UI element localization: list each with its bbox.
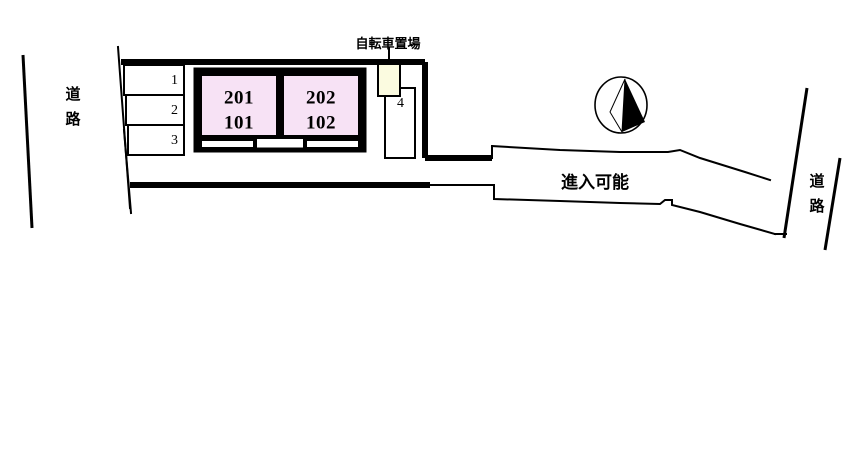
bicycle-parking-label: 自転車置場 xyxy=(355,36,420,52)
road-right-inner-edge-line xyxy=(782,87,809,239)
building-group: 201 101 202 102 xyxy=(193,67,367,153)
stall-4-shape[interactable] xyxy=(384,87,416,159)
unit-right-entrance-strip xyxy=(303,137,362,151)
road-right-label-group: 道 路 xyxy=(809,172,825,215)
boundary-left-lower-line xyxy=(122,128,133,215)
road-right-outer-edge-line xyxy=(823,157,842,251)
bicycle-parking-group xyxy=(377,47,401,97)
driveway-upper-boundary xyxy=(490,144,772,182)
bicycle-parking-shape[interactable] xyxy=(377,63,401,97)
driveway-lower-boundary-group xyxy=(429,184,787,236)
road-left-label-char2: 路 xyxy=(65,110,81,128)
road-left-label-group: 道 路 xyxy=(65,85,81,128)
parking-stall-4-group: 4 xyxy=(384,87,416,159)
unit-left-upper-label: 201 xyxy=(224,87,254,108)
parking-stalls-left-group: 1 2 3 xyxy=(123,64,185,156)
unit-left-shape[interactable] xyxy=(198,72,280,139)
unit-right-upper-label: 202 xyxy=(306,87,336,108)
stall-1-shape[interactable] xyxy=(123,64,185,96)
north-arrow-icon xyxy=(622,79,645,132)
compass-group xyxy=(594,76,648,134)
road-right-label-char2: 路 xyxy=(809,197,825,215)
site-outline-group xyxy=(121,59,493,188)
stall-4-label: 4 xyxy=(397,96,404,111)
unit-right-lower-label: 102 xyxy=(306,112,336,133)
driveway-label: 進入可能 xyxy=(561,172,629,193)
road-left-edge-line xyxy=(21,54,34,229)
road-right-label-char1: 道 xyxy=(809,172,824,190)
unit-left-entrance-strip xyxy=(198,137,257,151)
stall-3-shape[interactable] xyxy=(127,124,185,156)
road-right-group xyxy=(782,87,842,251)
stall-3-label: 3 xyxy=(171,133,178,148)
driveway-upper-boundary-group xyxy=(490,144,772,182)
road-left-group xyxy=(21,54,34,229)
stall-2-label: 2 xyxy=(171,103,178,118)
unit-left-lower-label: 101 xyxy=(224,112,254,133)
driveway-lower-boundary xyxy=(429,184,777,236)
unit-right-shape[interactable] xyxy=(280,72,362,139)
road-left-label-char1: 道 xyxy=(65,85,80,103)
property-boundary-group xyxy=(116,45,133,215)
stall-1-label: 1 xyxy=(171,73,178,88)
